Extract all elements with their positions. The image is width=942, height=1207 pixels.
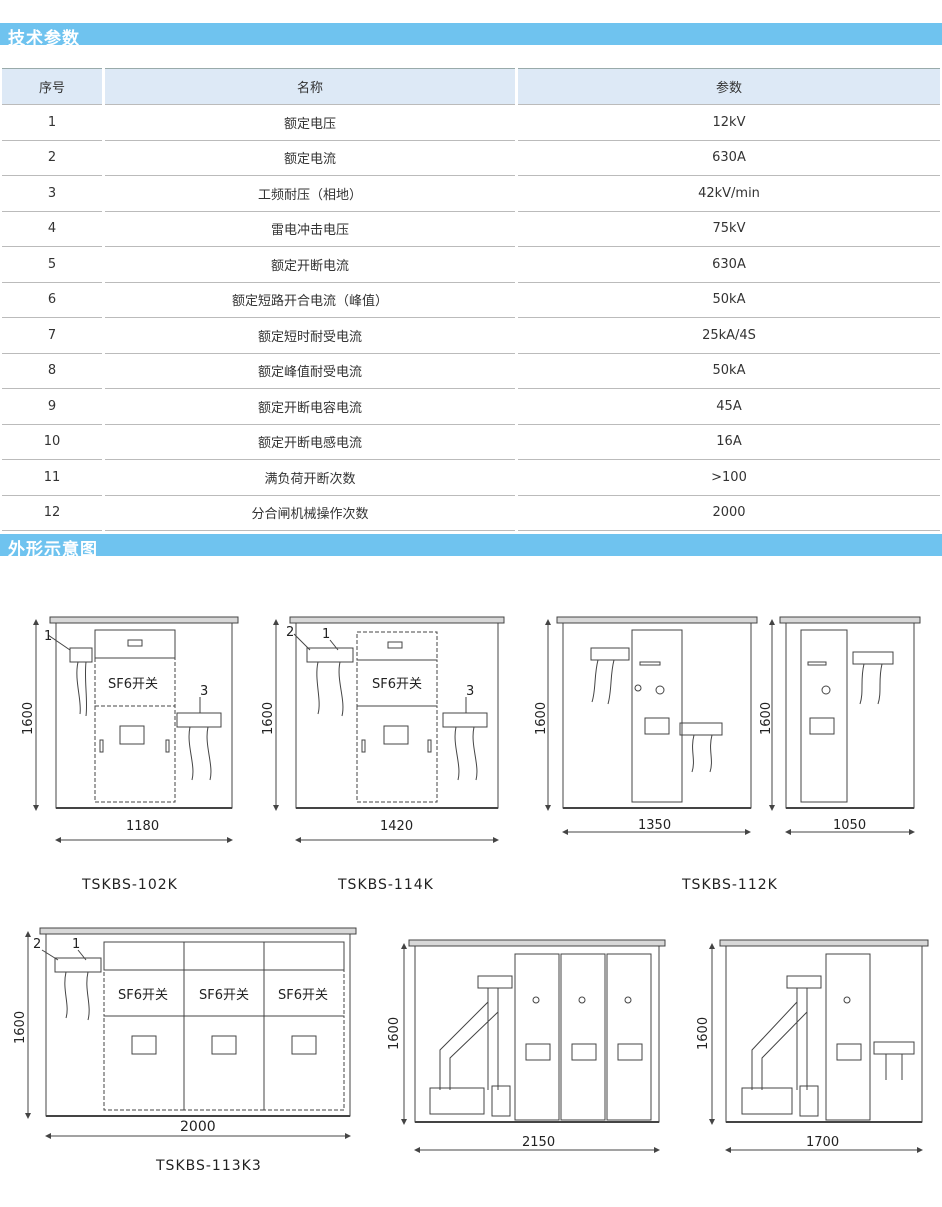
callout-1: 1	[44, 629, 52, 644]
row-name: 额定开断电容电流	[102, 388, 517, 425]
sf6-label: SF6开关	[199, 988, 249, 1003]
spec-section-header: 技术参数	[0, 23, 942, 49]
width-dim-label: 2000	[180, 1119, 216, 1135]
model-name: TSKBS-112K	[681, 877, 778, 893]
height-dim-label: 1600	[21, 702, 36, 735]
row-value: 630A	[515, 246, 940, 283]
outline-drawings: 1 3 SF6开关 1600 1180 TSKBS-102K 2 1 3 SF6…	[13, 616, 929, 1174]
row-name: 额定电流	[102, 140, 517, 176]
row-value: 25kA/4S	[515, 317, 940, 354]
col-header-value: 参数	[515, 68, 940, 105]
row-index: 6	[2, 282, 104, 318]
row-index: 12	[2, 495, 104, 531]
width-dim-label: 1420	[380, 819, 413, 834]
row-value: >100	[515, 459, 940, 496]
row-value: 42kV/min	[515, 175, 940, 212]
row-index: 3	[2, 175, 104, 212]
row-name: 额定开断电流	[102, 246, 517, 283]
callout-1: 1	[322, 627, 330, 642]
row-index: 1	[2, 104, 104, 141]
row-name: 额定短路开合电流（峰值）	[102, 282, 517, 318]
drawing-1700	[709, 939, 929, 1153]
row-name: 分合闸机械操作次数	[102, 495, 517, 531]
row-value: 50kA	[515, 353, 940, 389]
row-index: 11	[2, 459, 104, 496]
height-dim-label: 1600	[534, 702, 549, 735]
outline-section-header: 外形示意图	[0, 534, 942, 560]
row-index: 5	[2, 246, 104, 283]
height-dim-label: 1600	[13, 1011, 28, 1044]
callout-1: 1	[72, 937, 80, 952]
drawing-tskbs-114k	[273, 616, 505, 843]
col-header-name: 名称	[102, 68, 517, 105]
height-dim-label: 1600	[696, 1017, 711, 1050]
col-header-index: 序号	[2, 68, 104, 105]
drawing-tskbs-112k-side	[769, 616, 921, 835]
callout-3: 3	[200, 684, 208, 699]
outline-section-title: 外形示意图	[8, 540, 98, 560]
row-value: 12kV	[515, 104, 940, 141]
row-index: 9	[2, 388, 104, 425]
sf6-label: SF6开关	[108, 677, 158, 692]
row-index: 7	[2, 317, 104, 354]
table-header-row: 序号 名称 参数	[2, 68, 940, 105]
row-name: 额定电压	[102, 104, 517, 141]
model-name: TSKBS-102K	[81, 877, 178, 893]
width-dim-label: 1700	[806, 1135, 839, 1150]
drawing-tskbs-113k3	[25, 927, 357, 1139]
height-dim-label: 1600	[387, 1017, 402, 1050]
drawing-2150	[401, 939, 666, 1153]
spec-section-title: 技术参数	[8, 29, 80, 49]
sf6-label: SF6开关	[278, 988, 328, 1003]
row-name: 额定短时耐受电流	[102, 317, 517, 354]
callout-2: 2	[33, 937, 41, 952]
row-index: 4	[2, 211, 104, 247]
width-dim-label: 2150	[522, 1135, 555, 1150]
width-dim-label: 1050	[833, 818, 866, 833]
width-dim-label: 1180	[126, 819, 159, 834]
row-value: 2000	[515, 495, 940, 531]
drawing-tskbs-102k	[33, 616, 239, 843]
row-name: 额定峰值耐受电流	[102, 353, 517, 389]
width-dim-label: 1350	[638, 818, 671, 833]
model-name: TSKBS-113K3	[155, 1158, 262, 1174]
row-value: 45A	[515, 388, 940, 425]
drawing-tskbs-112k-front	[545, 616, 758, 835]
row-index: 8	[2, 353, 104, 389]
row-index: 10	[2, 424, 104, 460]
sf6-label: SF6开关	[118, 988, 168, 1003]
sf6-label: SF6开关	[372, 677, 422, 692]
row-name: 工频耐压（相地）	[102, 175, 517, 212]
row-name: 雷电冲击电压	[102, 211, 517, 247]
row-value: 16A	[515, 424, 940, 460]
callout-2: 2	[286, 625, 294, 640]
row-value: 75kV	[515, 211, 940, 247]
height-dim-label: 1600	[759, 702, 774, 735]
row-name: 额定开断电感电流	[102, 424, 517, 460]
model-name: TSKBS-114K	[337, 877, 434, 893]
row-index: 2	[2, 140, 104, 176]
row-value: 50kA	[515, 282, 940, 318]
row-value: 630A	[515, 140, 940, 176]
height-dim-label: 1600	[261, 702, 276, 735]
callout-3: 3	[466, 684, 474, 699]
row-name: 满负荷开断次数	[102, 459, 517, 496]
